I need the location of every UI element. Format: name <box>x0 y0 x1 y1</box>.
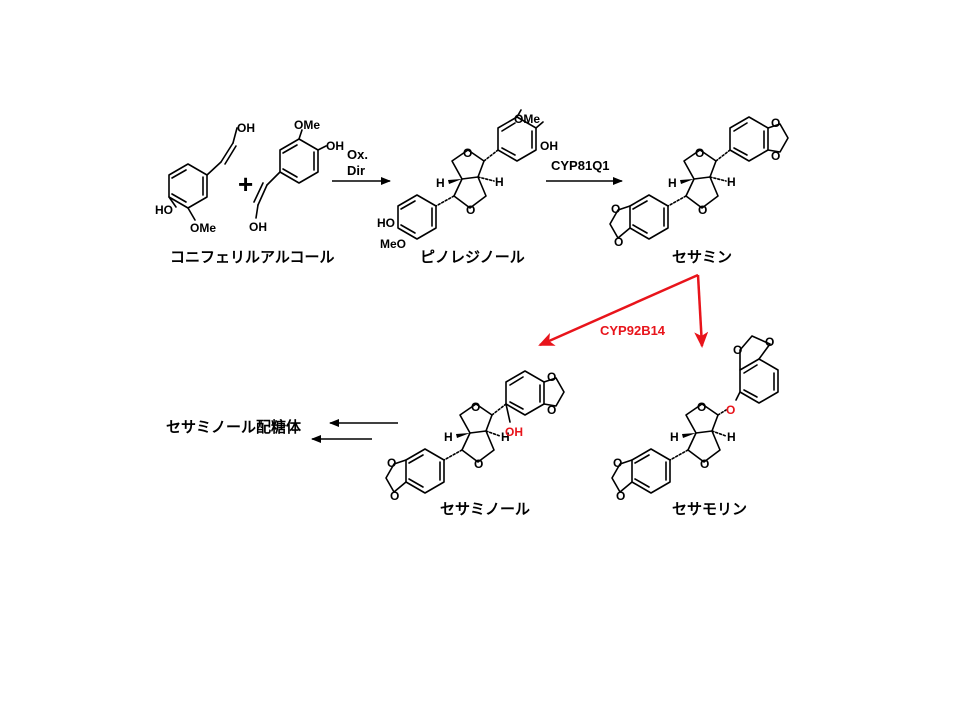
atom-oh: OH <box>249 220 267 234</box>
atom-h: H <box>727 430 736 444</box>
atom-o: O <box>387 456 396 470</box>
atom-o: O <box>733 343 742 357</box>
atom-h: H <box>668 176 677 190</box>
atom-ho: HO <box>377 216 395 230</box>
atom-o: O <box>695 146 704 160</box>
coniferyl-alcohol-structure-1: OH HO OMe <box>155 121 255 235</box>
atom-o: O <box>771 149 780 163</box>
atom-o: O <box>474 457 483 471</box>
atom-o: O <box>614 235 623 249</box>
coniferyl-alcohol-structure-2: OMe OH OH <box>249 118 344 234</box>
cyp92b14-label: CYP92B14 <box>600 323 666 338</box>
atom-o: O <box>611 202 620 216</box>
name-pinoresinol: ピノレジノール <box>420 248 525 266</box>
sesaminol-structure: O O H H O O OH O O <box>385 370 565 503</box>
atom-o: O <box>613 456 622 470</box>
name-sesamolin: セサモリン <box>672 500 747 518</box>
name-coniferyl-alcohol: コニフェリルアルコール <box>170 248 335 266</box>
name-sesamin: セサミン <box>672 248 732 266</box>
atom-o: O <box>547 403 556 417</box>
sesamolin-structure: O O H H O O O O O <box>611 335 779 503</box>
atom-o: O <box>390 489 399 503</box>
atom-ome: OMe <box>190 221 216 235</box>
cyp92b14-arrows: CYP92B14 <box>538 273 709 348</box>
atom-oh: OH <box>237 121 255 135</box>
plus-sign: + <box>238 169 253 199</box>
atom-o: O <box>697 400 706 414</box>
atom-o: O <box>471 400 480 414</box>
atom-o: O <box>547 370 556 384</box>
atom-o-highlight: O <box>726 403 735 417</box>
atom-oh-highlight: OH <box>505 425 523 439</box>
ox-label: Ox. <box>347 147 368 162</box>
atom-h: H <box>436 176 445 190</box>
pinoresinol-structure: O O H H OMe OH HO MeO <box>377 109 558 251</box>
atom-o: O <box>765 335 774 349</box>
name-sesaminol: セサミノール <box>440 500 530 518</box>
atom-o: O <box>463 146 472 160</box>
atom-ho: HO <box>155 203 173 217</box>
atom-h: H <box>495 175 504 189</box>
atom-h: H <box>670 430 679 444</box>
atom-meo: MeO <box>380 237 406 251</box>
atom-h: H <box>727 175 736 189</box>
cyp81q1-arrow: CYP81Q1 <box>546 158 623 185</box>
atom-o: O <box>616 489 625 503</box>
glycosylation-arrows <box>311 419 398 443</box>
atom-o: O <box>698 203 707 217</box>
atom-oh: OH <box>540 139 558 153</box>
atom-h: H <box>501 430 510 444</box>
atom-ome: OMe <box>294 118 320 132</box>
atom-ome: OMe <box>514 112 540 126</box>
atom-o: O <box>700 457 709 471</box>
atom-o: O <box>466 203 475 217</box>
oxidative-coupling-arrow: Ox. Dir <box>332 147 391 185</box>
name-sesaminol-glycosides: セサミノール配糖体 <box>166 418 302 436</box>
atom-oh: OH <box>326 139 344 153</box>
dir-label: Dir <box>347 163 365 178</box>
atom-o: O <box>771 116 780 130</box>
atom-h: H <box>444 430 453 444</box>
cyp81q1-label: CYP81Q1 <box>551 158 610 173</box>
sesamin-structure: O O H H O O O O <box>609 116 789 249</box>
